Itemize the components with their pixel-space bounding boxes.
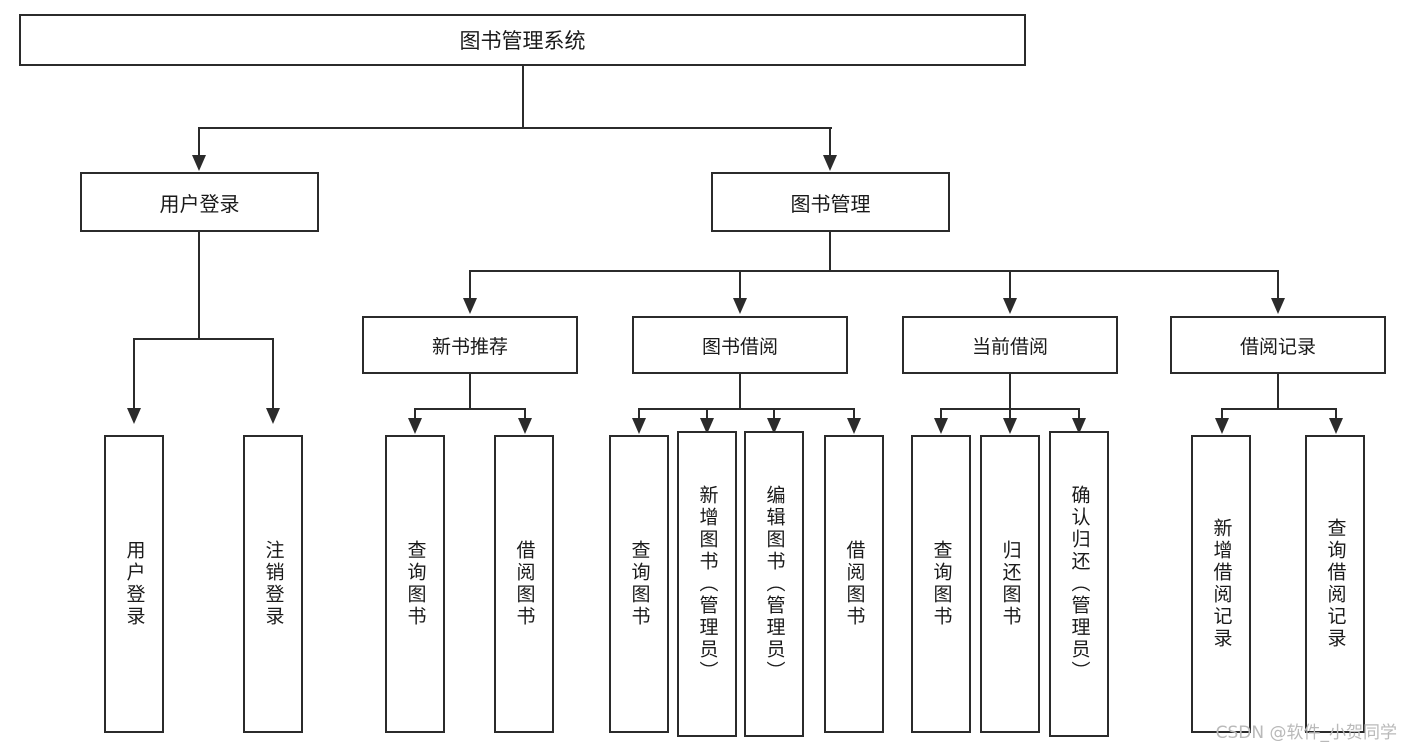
node-label: 查询图书	[628, 540, 651, 628]
arrow-user-login	[192, 155, 206, 171]
node-label: 查询图书	[930, 540, 953, 628]
leaf-user-login: 用户登录	[104, 435, 164, 733]
node-label: 图书管理	[790, 191, 871, 216]
arrow-nbr-2	[518, 418, 532, 434]
connector-drop-cb-3	[1078, 408, 1080, 420]
connector-drop-bb-3	[773, 408, 775, 420]
leaf-bb-edit-book-admin: 编辑图书（管理员）	[744, 431, 804, 737]
node-label: 编辑图书（管理员）	[763, 485, 786, 683]
node-label: 新增图书（管理员）	[696, 485, 719, 683]
arrow-l3-3	[1003, 298, 1017, 314]
node-label: 新书推荐	[431, 335, 508, 358]
leaf-logout-login: 注销登录	[243, 435, 303, 733]
connector-drop-bb-2	[706, 408, 708, 420]
connector-drop-l3-4	[1277, 270, 1279, 300]
connector-drop-cb-2	[1009, 408, 1011, 420]
node-borrow-record: 借阅记录	[1170, 316, 1386, 374]
connector-stem-book-manage	[829, 232, 831, 271]
node-label: 借阅记录	[1239, 335, 1316, 358]
leaf-nbr-borrow-book: 借阅图书	[494, 435, 554, 733]
arrow-br-1	[1215, 418, 1229, 434]
connector-drop-br-2	[1335, 408, 1337, 420]
connector-bus-level3	[469, 270, 1279, 272]
arrow-book-manage	[823, 155, 837, 171]
node-label: 用户登录	[123, 540, 146, 628]
connector-drop-ul-1	[133, 338, 135, 410]
node-label: 图书管理系统	[459, 29, 586, 53]
leaf-bb-add-book-admin: 新增图书（管理员）	[677, 431, 737, 737]
arrow-ul-2	[266, 408, 280, 424]
arrow-cb-3	[1072, 418, 1086, 434]
leaf-cb-confirm-return-admin: 确认归还（管理员）	[1049, 431, 1109, 737]
arrow-l3-2	[733, 298, 747, 314]
connector-drop-l3-2	[739, 270, 741, 300]
arrow-ul-1	[127, 408, 141, 424]
arrow-cb-2	[1003, 418, 1017, 434]
connector-drop-user-login	[198, 127, 200, 157]
leaf-br-query-record: 查询借阅记录	[1305, 435, 1365, 733]
watermark-text: CSDN @软件_小贺同学	[1215, 723, 1397, 743]
arrow-bb-3	[767, 418, 781, 434]
leaf-cb-return-book: 归还图书	[980, 435, 1040, 733]
connector-drop-l3-3	[1009, 270, 1011, 300]
node-label: 注销登录	[262, 540, 285, 628]
connector-drop-br-1	[1221, 408, 1223, 420]
arrow-bb-4	[847, 418, 861, 434]
node-label: 新增借阅记录	[1210, 518, 1233, 650]
connector-bus-user-login	[133, 338, 274, 340]
connector-drop-nbr-1	[414, 408, 416, 420]
connector-bus-bb	[638, 408, 855, 410]
arrow-cb-1	[934, 418, 948, 434]
leaf-br-add-record: 新增借阅记录	[1191, 435, 1251, 733]
leaf-nbr-query-book: 查询图书	[385, 435, 445, 733]
connector-drop-bb-4	[853, 408, 855, 420]
connector-bus-br	[1221, 408, 1336, 410]
node-label: 借阅图书	[513, 540, 536, 628]
node-root-system: 图书管理系统	[19, 14, 1026, 66]
connector-stem-br	[1277, 374, 1279, 409]
arrow-nbr-1	[408, 418, 422, 434]
arrow-bb-1	[632, 418, 646, 434]
arrow-bb-2	[700, 418, 714, 434]
connector-drop-cb-1	[940, 408, 942, 420]
node-label: 当前借阅	[971, 335, 1048, 358]
connector-drop-bb-1	[638, 408, 640, 420]
connector-level2-bus	[198, 127, 832, 129]
connector-drop-l3-1	[469, 270, 471, 300]
connector-bus-nbr	[414, 408, 525, 410]
node-current-borrow: 当前借阅	[902, 316, 1118, 374]
node-label: 用户登录	[159, 191, 240, 216]
connector-root-stem	[522, 66, 524, 128]
node-book-management: 图书管理	[711, 172, 950, 232]
arrow-br-2	[1329, 418, 1343, 434]
arrow-l3-4	[1271, 298, 1285, 314]
node-new-book-recommend: 新书推荐	[362, 316, 578, 374]
connector-stem-bb	[739, 374, 741, 409]
connector-drop-ul-2	[272, 338, 274, 410]
arrow-l3-1	[463, 298, 477, 314]
node-label: 查询借阅记录	[1324, 518, 1347, 650]
node-label: 图书借阅	[701, 335, 778, 358]
node-label: 查询图书	[404, 540, 427, 628]
node-label: 归还图书	[999, 540, 1022, 628]
connector-stem-user-login	[198, 232, 200, 339]
leaf-bb-borrow-book: 借阅图书	[824, 435, 884, 733]
connector-stem-nbr	[469, 374, 471, 409]
connector-drop-nbr-2	[524, 408, 526, 420]
node-user-login: 用户登录	[80, 172, 319, 232]
connector-stem-cb	[1009, 374, 1011, 409]
leaf-cb-query-book: 查询图书	[911, 435, 971, 733]
node-label: 确认归还（管理员）	[1068, 485, 1091, 683]
node-book-borrow: 图书借阅	[632, 316, 848, 374]
connector-drop-book-manage	[829, 127, 831, 157]
node-label: 借阅图书	[843, 540, 866, 628]
leaf-bb-query-book: 查询图书	[609, 435, 669, 733]
